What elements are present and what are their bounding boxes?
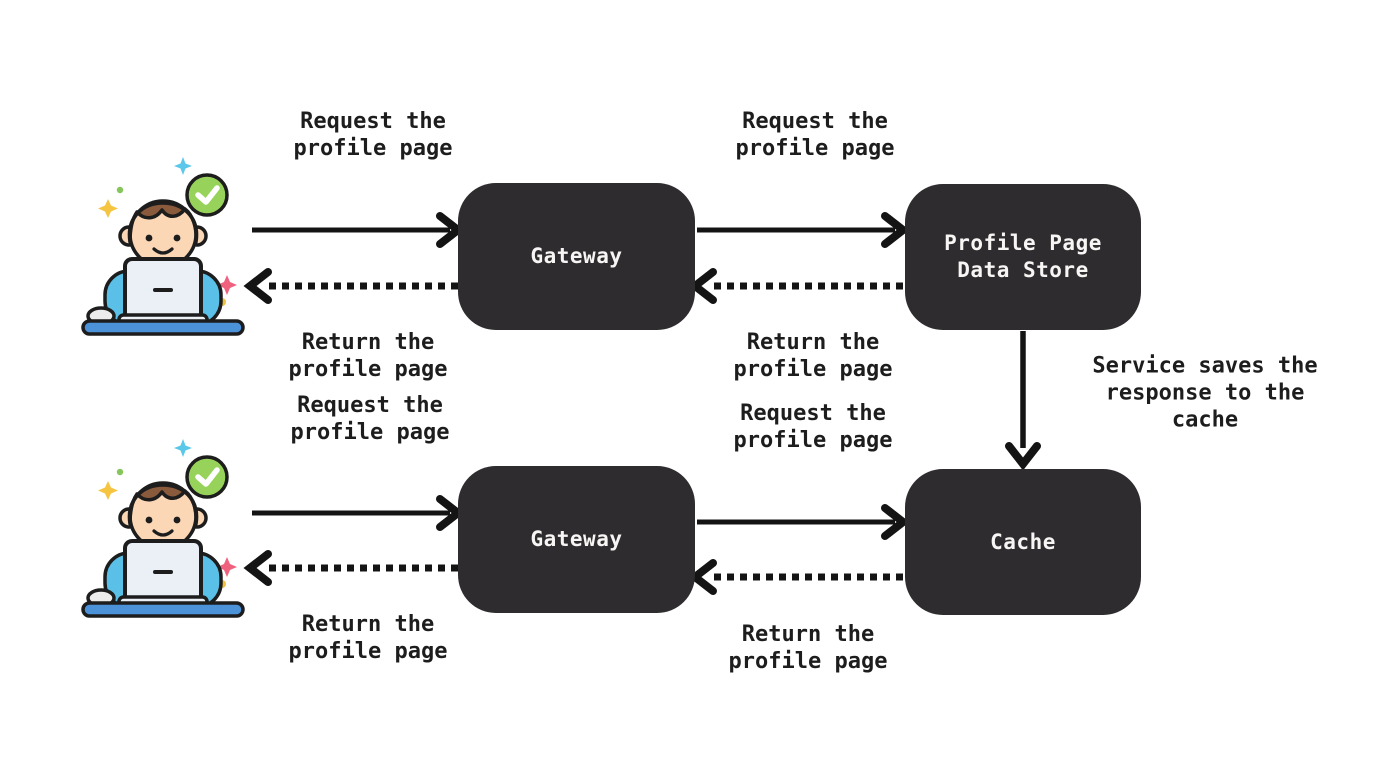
label-line: Request the <box>297 393 443 418</box>
label-return-bottom-left: Return the profile page <box>289 611 448 665</box>
label-return-mid-middle: Return the profile page <box>734 329 893 383</box>
user-actor-bottom <box>78 432 248 622</box>
label-line: profile page <box>733 428 893 453</box>
arrow-request-user-gateway-top <box>252 212 465 248</box>
label-line: Request the <box>742 109 888 134</box>
label-line: cache <box>1171 407 1239 433</box>
arrow-return-cache-gateway <box>688 559 903 595</box>
label-line: Return the <box>301 612 435 637</box>
label-line: profile page <box>288 639 448 664</box>
label-line: profile page <box>290 420 450 445</box>
label-line: Return the <box>301 330 435 355</box>
label-line: Service saves the <box>1092 353 1318 379</box>
arrow-return-gateway-user-bottom <box>243 550 458 586</box>
label-line: profile page <box>735 136 895 161</box>
node-gateway-top: Gateway <box>458 183 695 330</box>
node-label-line1: Profile Page <box>944 231 1102 255</box>
label-line: Return the <box>741 622 875 647</box>
label-line: Request the <box>300 109 446 134</box>
user-at-laptop-icon <box>78 150 248 340</box>
node-gateway-bottom: Gateway <box>458 466 695 613</box>
node-label-line2: Data Store <box>957 258 1089 282</box>
label-request-mid-middle: Request the profile page <box>734 400 893 454</box>
arrow-return-datastore-gateway <box>688 268 903 304</box>
label-request-mid-left: Request the profile page <box>291 392 450 446</box>
node-label: Gateway <box>530 244 623 268</box>
label-return-mid-left: Return the profile page <box>289 329 448 383</box>
arrow-request-gateway-cache <box>697 504 910 540</box>
label-line: profile page <box>288 357 448 382</box>
label-line: response to the <box>1105 380 1305 406</box>
label-line: profile page <box>733 357 893 382</box>
label-service-saves-note: Service saves the response to the cache <box>1092 353 1317 434</box>
user-at-laptop-icon <box>78 432 248 622</box>
arrow-datastore-to-cache <box>1005 331 1041 471</box>
label-line: Request the <box>740 401 886 426</box>
arrow-request-gateway-datastore <box>697 212 910 248</box>
node-profile-page-data-store: Profile Page Data Store <box>905 184 1141 330</box>
label-line: profile page <box>728 649 888 674</box>
label-return-bottom-middle: Return the profile page <box>729 621 888 675</box>
arrow-request-user-gateway-bottom <box>252 495 465 531</box>
label-request-top-left: Request the profile page <box>294 108 453 162</box>
node-label: Cache <box>990 529 1056 554</box>
user-actor-top <box>78 150 248 340</box>
node-label: Gateway <box>530 527 623 551</box>
node-cache: Cache <box>905 469 1141 615</box>
label-request-top-middle: Request the profile page <box>736 108 895 162</box>
label-line: profile page <box>293 136 453 161</box>
arrow-return-gateway-user-top <box>243 268 458 304</box>
label-line: Return the <box>746 330 880 355</box>
